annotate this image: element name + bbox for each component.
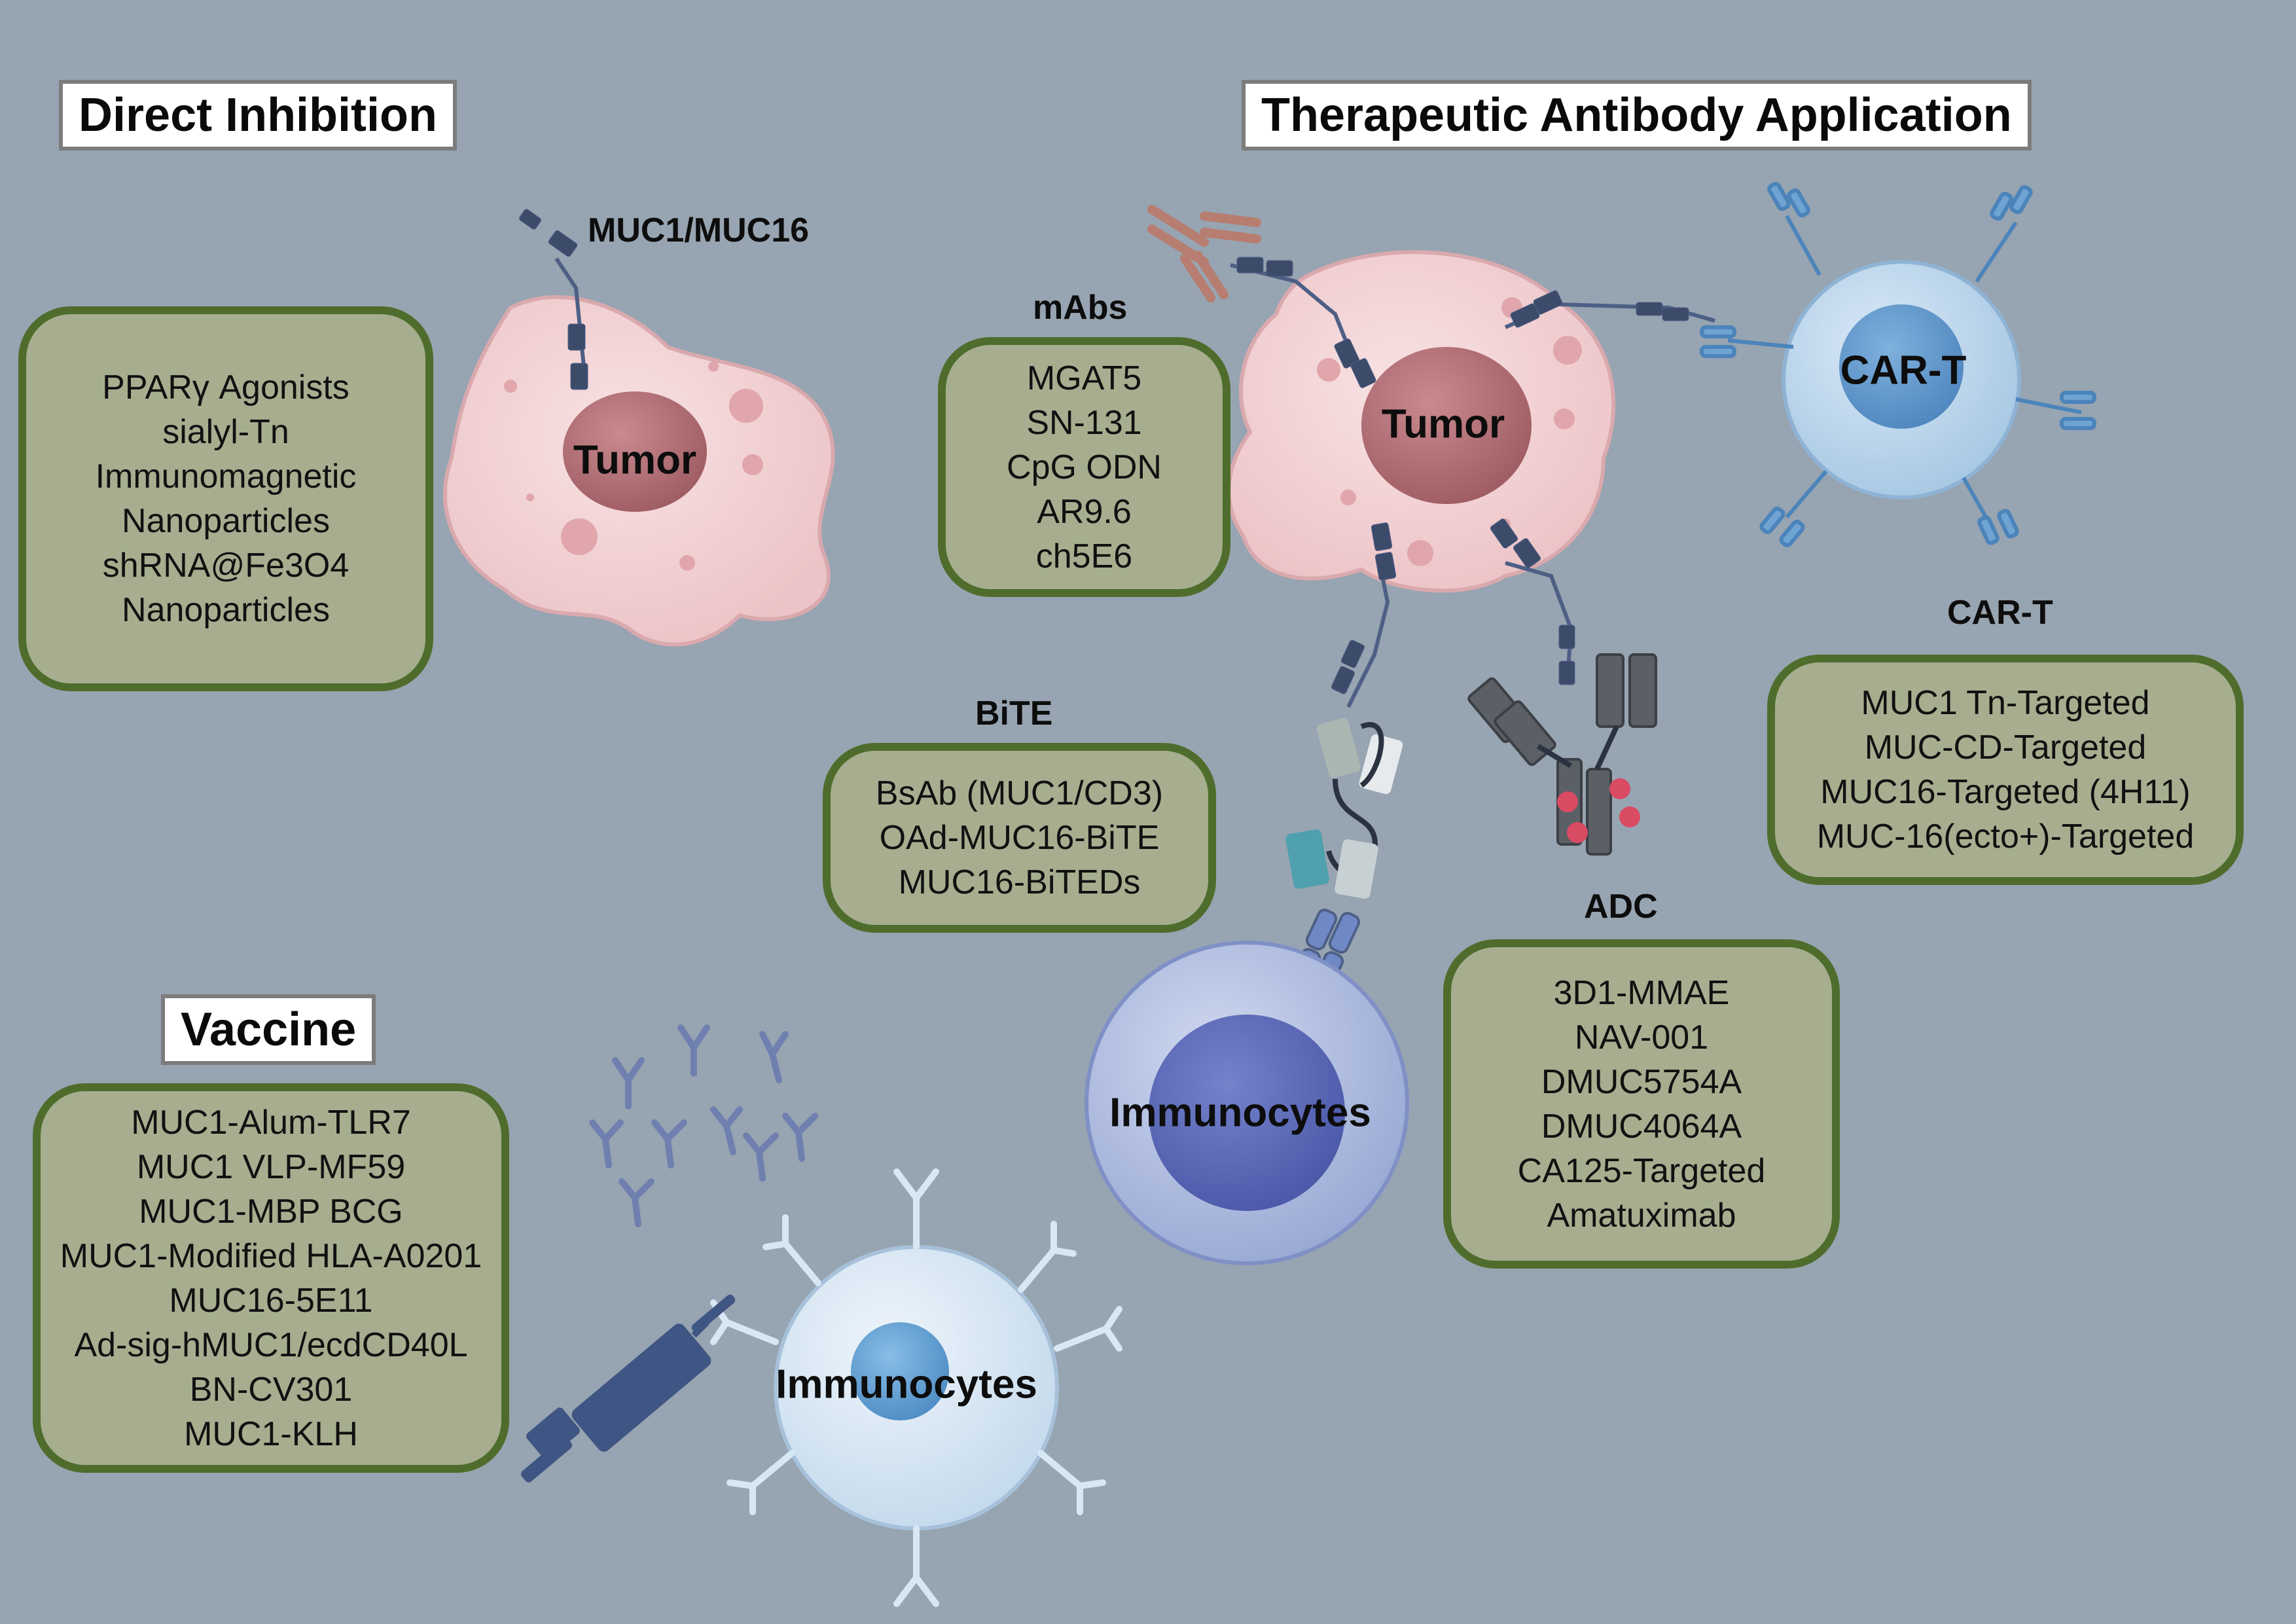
section-title-therapeutic-antibody: Therapeutic Antibody Application: [1242, 80, 2032, 151]
cell-label-tumor-right: Tumor: [1381, 401, 1505, 447]
list-item: ch5E6: [1035, 537, 1133, 575]
list-item: DMUC4064A: [1541, 1107, 1742, 1146]
cell-label-immunocytes-mid: Immunocytes: [1109, 1090, 1371, 1136]
label-mabs: mAbs: [1033, 289, 1128, 327]
list-item: CA125-Targeted: [1517, 1151, 1766, 1190]
tumor-cell-left: [443, 295, 835, 647]
adc-payload: [1557, 778, 1640, 843]
section-title-vaccine: Vaccine: [161, 994, 376, 1065]
list-item: AR9.6: [1037, 492, 1132, 531]
list-item: Ad-sig-hMUC1/ecdCD40L: [74, 1326, 468, 1364]
list-item: MUC1 VLP-MF59: [136, 1147, 406, 1186]
list-item: Immunomagnetic: [95, 458, 357, 496]
list-item: MUC16-BiTEDs: [898, 863, 1141, 901]
label-adc: ADC: [1584, 888, 1658, 926]
syringe-icon: [521, 1294, 736, 1483]
list-item: BsAb (MUC1/CD3): [875, 774, 1164, 812]
tumor-cell-right: [1227, 250, 1616, 593]
list-item: sialyl-Tn: [162, 413, 289, 451]
list-item: CpG ODN: [1007, 448, 1162, 486]
surface-antibodies: [710, 1168, 1122, 1607]
label-car-t: CAR-T: [1947, 594, 2053, 632]
free-antibodies: [589, 1024, 818, 1227]
list-box-bite: BsAb (MUC1/CD3) OAd-MUC16-BiTE MUC16-BiTED…: [823, 743, 1216, 933]
label-muc: MUC1/MUC16: [588, 211, 810, 249]
list-item: DMUC5754A: [1541, 1062, 1742, 1101]
list-item: BN-CV301: [189, 1370, 353, 1409]
list-item: MUC1-Modified HLA-A0201: [60, 1236, 482, 1275]
list-item: SN-131: [1026, 403, 1142, 442]
label-bite: BiTE: [975, 695, 1053, 732]
list-item: OAd-MUC16-BiTE: [879, 819, 1160, 857]
list-item: MGAT5: [1026, 359, 1142, 397]
cell-label-car-t: CAR-T: [1840, 348, 1967, 393]
immunocyte-mid: [1085, 941, 1409, 1265]
muc-receptor-left: [519, 209, 588, 390]
list-item: shRNA@Fe3O4: [102, 547, 350, 585]
list-item: PPARγ Agonists: [102, 369, 350, 406]
list-item: MUC16-5E11: [169, 1281, 373, 1320]
list-item: MUC1 Tn-Targeted: [1861, 684, 2150, 722]
list-item: Nanoparticles: [122, 502, 330, 540]
list-item: MUC-16(ecto+)-Targeted: [1816, 818, 2195, 856]
section-title-direct-inhibition: Direct Inhibition: [59, 80, 457, 151]
list-item: MUC-CD-Targeted: [1864, 729, 2147, 767]
monoclonal-antibody: [1147, 205, 1261, 302]
cell-label-immunocytes-bottom: Immunocytes: [776, 1362, 1037, 1407]
list-item: MUC1-MBP BCG: [139, 1192, 403, 1231]
muc-receptor-car-t-link: [1504, 290, 1715, 329]
list-item: NAV-001: [1574, 1018, 1709, 1056]
list-item: MUC16-Targeted (4H11): [1820, 773, 2191, 811]
immunocyte-bottom: [774, 1245, 1059, 1530]
muc-receptor-right-topleft: [1230, 257, 1376, 388]
adc-molecule: [1467, 653, 1657, 856]
list-item: Amatuximab: [1547, 1196, 1736, 1235]
list-item: 3D1-MMAE: [1553, 973, 1730, 1012]
car-t-cell: [1782, 260, 2021, 499]
list-item: Nanoparticles: [122, 591, 330, 629]
cell-label-tumor-left: Tumor: [573, 437, 697, 483]
list-item: MUC1-KLH: [184, 1415, 358, 1453]
car-receptors: [1700, 181, 2096, 548]
muc-receptor-bite-link: [1331, 522, 1397, 708]
bite-molecule: [1285, 717, 1403, 899]
muc-receptor-adc-link: [1490, 518, 1575, 685]
list-item: MUC1-Alum-TLR7: [131, 1103, 411, 1142]
